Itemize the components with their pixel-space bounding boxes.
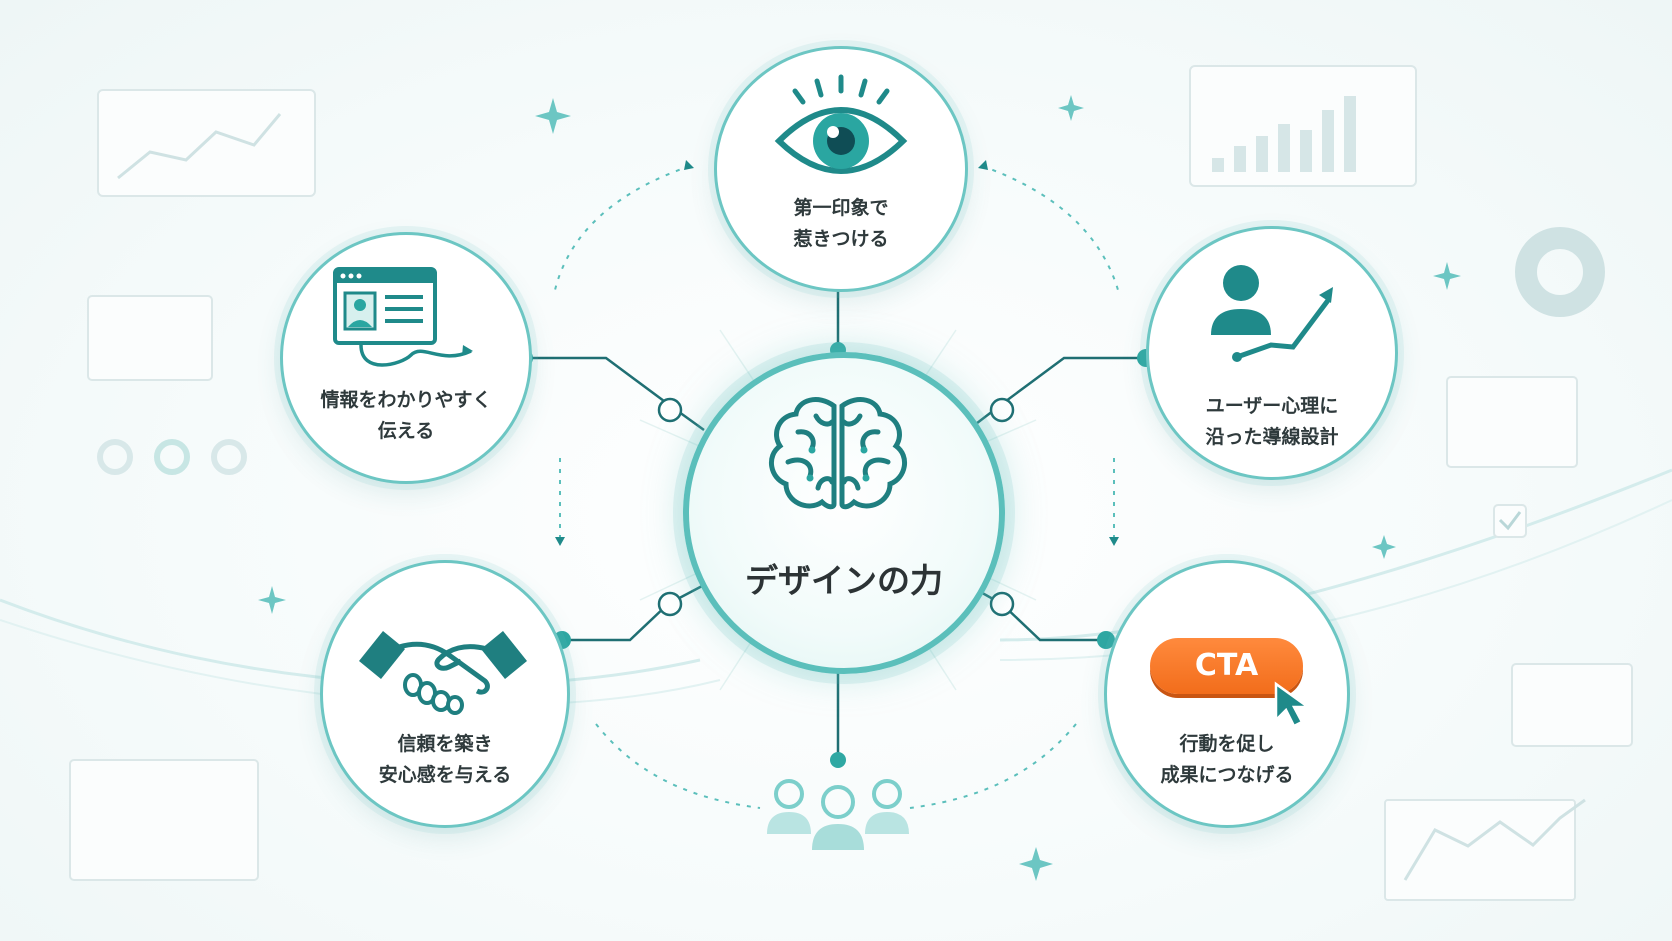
user-growth-icon [1211,265,1333,362]
node-drive-action-line1: 行動を促し [1179,733,1275,755]
node-build-trust: 信頼を築き 安心感を与える [320,560,570,828]
eye-icon [774,74,908,174]
node-first-impression-line2: 惹きつける [793,228,889,250]
node-build-trust-line2: 安心感を与える [378,764,512,786]
handshake-icon [359,631,527,715]
node-clear-information-line2: 伝える [377,420,435,442]
node-drive-action: 行動を促し 成果につなげる [1104,560,1350,828]
web-page-icon [333,267,473,367]
node-clear-information: 情報をわかりやすく 伝える [280,232,532,484]
node-clear-information-line1: 情報をわかりやすく [320,389,492,411]
node-first-impression-line1: 第一印象で [793,197,889,219]
node-drive-action-line2: 成果につなげる [1160,764,1294,786]
users-icon [767,779,909,850]
node-user-psychology: ユーザー心理に 沿った導線設計 [1146,226,1398,480]
node-first-impression: 第一印象で 惹きつける [714,46,968,292]
brain-icon [769,397,907,510]
node-build-trust-line1: 信頼を築き [397,733,493,755]
node-user-psychology-line1: ユーザー心理に [1205,395,1339,417]
center-title: デザインの力 [745,561,943,600]
cursor-icon [1274,681,1312,728]
center-node: デザインの力 [683,352,1005,674]
node-user-psychology-line2: 沿った導線設計 [1205,426,1339,448]
